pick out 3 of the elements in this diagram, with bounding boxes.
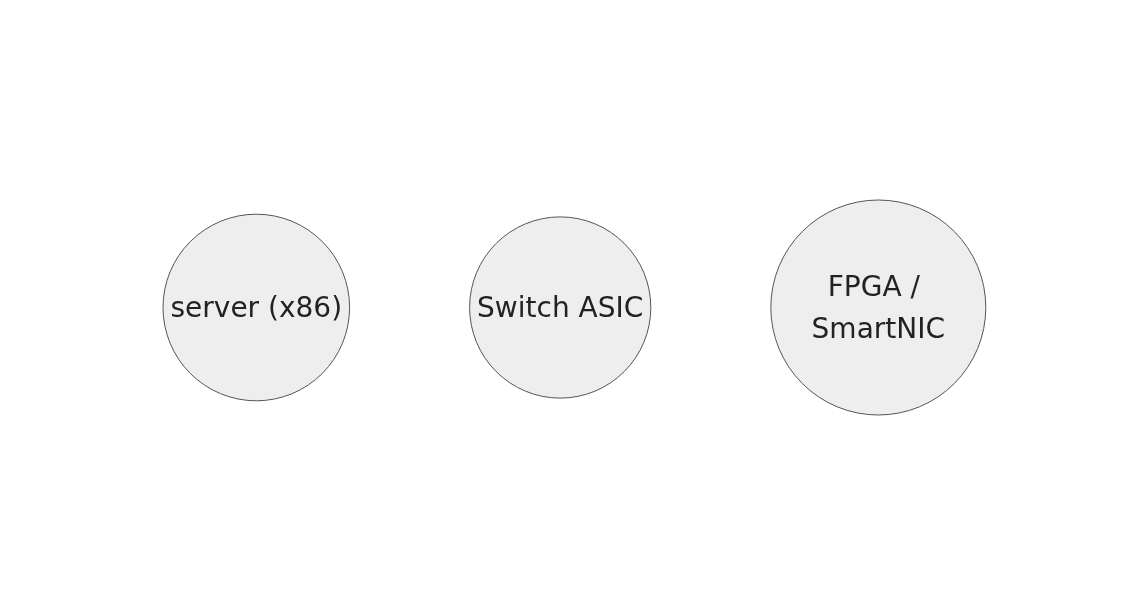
node-circle: Switch ASIC xyxy=(468,215,651,399)
node-circle: FPGA / SmartNIC xyxy=(769,199,986,415)
node-circle: server (x86) xyxy=(162,213,350,401)
